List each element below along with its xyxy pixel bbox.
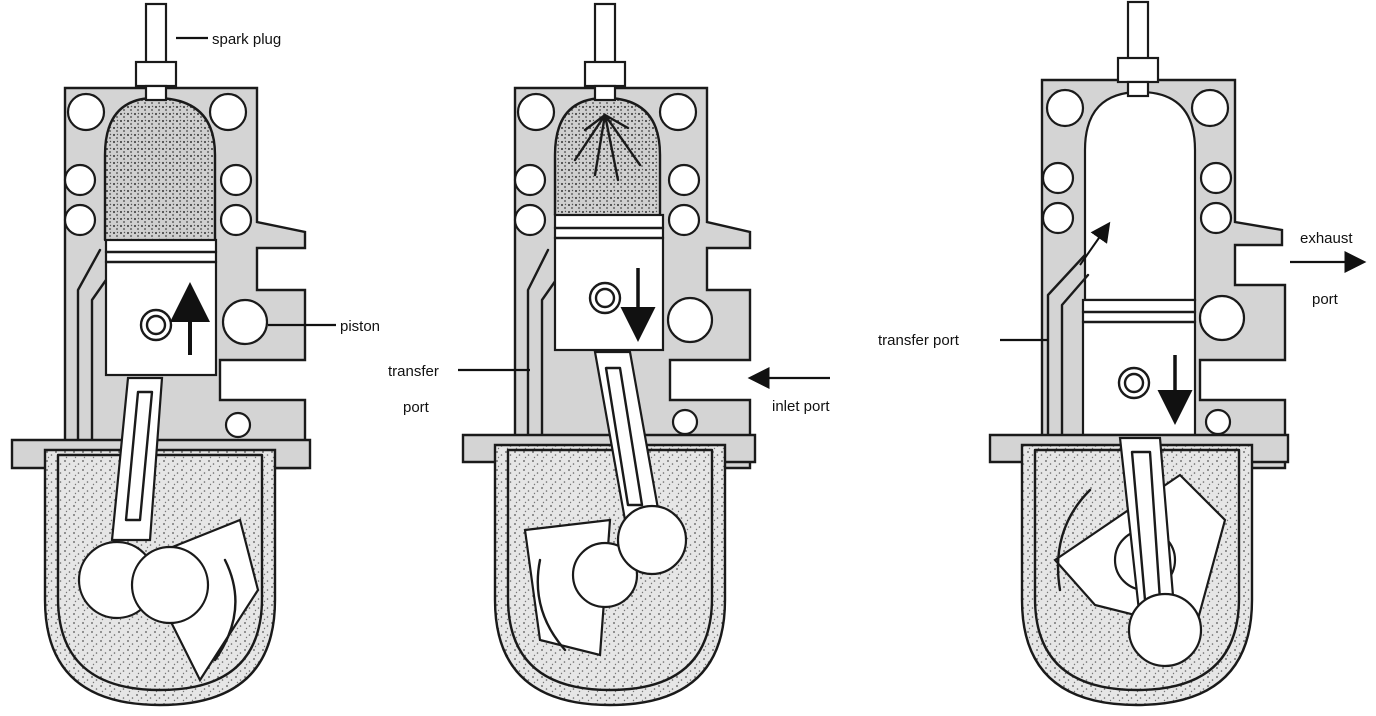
cooling-passage	[1045, 88, 1085, 128]
crank-pin	[1127, 592, 1203, 668]
cooling-passage	[1190, 88, 1230, 128]
piston	[104, 238, 218, 377]
crankshaft	[130, 545, 210, 625]
combustion-chamber	[1083, 90, 1197, 302]
engine-exhaust-stroke: transfer port exhaust port	[878, 0, 1367, 707]
inlet-port-hole	[671, 408, 699, 436]
combustion-chamber	[105, 98, 215, 240]
cooling-passage	[1041, 161, 1075, 195]
cooling-passage	[513, 163, 547, 197]
cooling-passage	[667, 203, 701, 237]
spark-plug	[593, 2, 617, 66]
spark-plug	[1126, 0, 1150, 62]
cooling-passage	[516, 92, 556, 132]
cooling-passage	[208, 92, 248, 132]
crankshaft	[571, 541, 639, 609]
cooling-passage	[658, 92, 698, 132]
cooling-passage	[219, 203, 253, 237]
label-exhaust: exhaust	[1300, 230, 1353, 247]
exhaust-port-hole	[221, 298, 269, 346]
cooling-passage	[66, 92, 106, 132]
crank-pin	[616, 504, 688, 576]
cooling-passage	[63, 163, 97, 197]
cooling-passage	[513, 203, 547, 237]
cooling-passage	[63, 203, 97, 237]
cooling-passage	[1199, 201, 1233, 235]
exhaust-port-hole	[666, 296, 714, 344]
cooling-passage	[219, 163, 253, 197]
cooling-passage	[1199, 161, 1233, 195]
label-transfer-port-3: transfer port	[878, 332, 960, 349]
combustion-chamber	[555, 98, 660, 215]
label-spark-plug: spark plug	[212, 31, 281, 48]
exhaust-port-hole	[1198, 294, 1246, 342]
label-inlet-port: inlet port	[772, 398, 830, 415]
piston	[1081, 298, 1197, 437]
spark-plug	[144, 2, 168, 66]
engine-power-stroke: transfer port inlet port	[388, 2, 830, 707]
inlet-port-hole	[224, 411, 252, 439]
label-transfer: transfer	[388, 363, 439, 380]
inlet-port-hole	[1204, 408, 1232, 436]
label-exhaust-port: port	[1312, 291, 1339, 308]
label-piston: piston	[340, 318, 380, 335]
transfer-flow-arrow	[1079, 221, 1111, 266]
label-transfer-port: port	[403, 399, 430, 416]
cooling-passage	[1041, 201, 1075, 235]
cooling-passage	[667, 163, 701, 197]
engine-compression-stroke: spark plug piston	[10, 2, 380, 707]
